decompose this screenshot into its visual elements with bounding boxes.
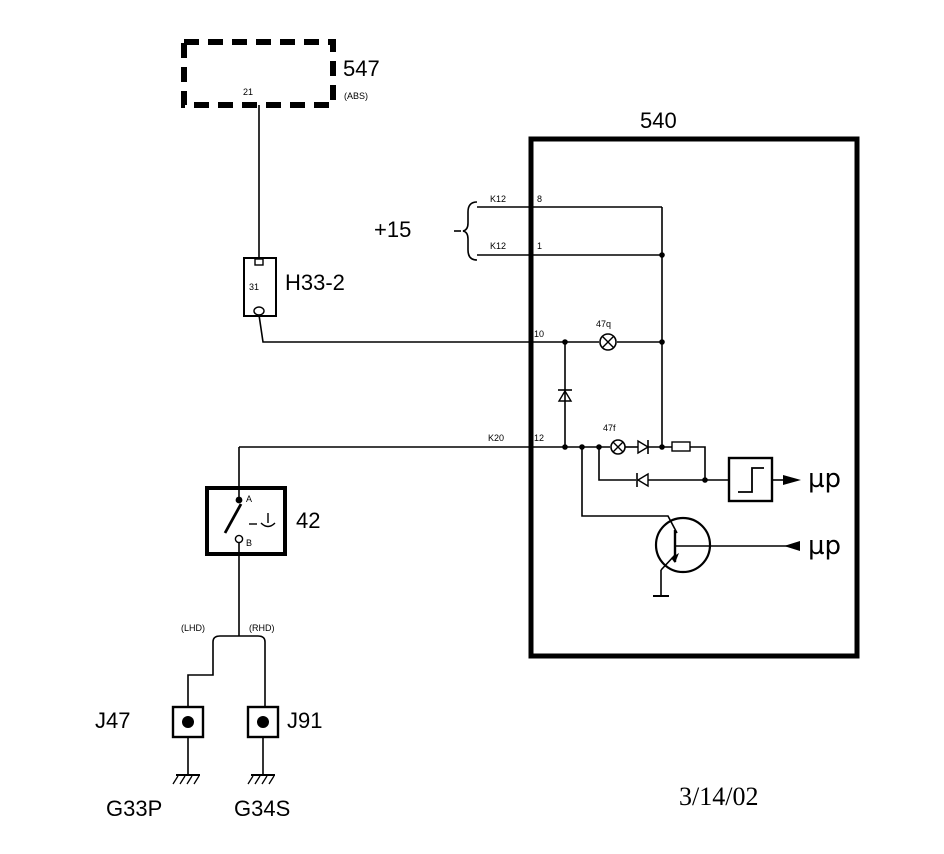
lamp-47f-label: 47f xyxy=(603,423,616,433)
supply-pin-bottom: 1 xyxy=(537,241,542,251)
connector-pin-label: 31 xyxy=(249,282,259,292)
signal-shaper-box xyxy=(727,456,774,503)
arrow-right-icon xyxy=(783,475,801,485)
connector-bottom-terminal xyxy=(253,306,265,316)
wire-resistor-to-shaper xyxy=(690,446,706,480)
pin12-label: 12 xyxy=(534,433,544,443)
j91-label: J91 xyxy=(287,708,322,733)
variant-bracket xyxy=(212,635,266,643)
abs-pin-label: 21 xyxy=(243,87,253,97)
switch-pin-b-label: B xyxy=(246,538,252,548)
diagram-date: 3/14/02 xyxy=(679,782,758,811)
j47-label: J47 xyxy=(95,708,130,733)
lamp-47q-cross xyxy=(601,335,615,349)
supply-pin-top: 8 xyxy=(537,194,542,204)
ground-g34s-hatch xyxy=(247,775,275,785)
switch-contact-icon xyxy=(223,503,243,534)
wire-connector-to-pin10 xyxy=(258,314,531,343)
supply-brace xyxy=(462,201,478,261)
wire-lhd xyxy=(187,642,214,707)
switch-pin-a-label: A xyxy=(246,494,252,504)
ground-g33p-hatch xyxy=(172,775,200,785)
mu-output-upper: µp xyxy=(808,464,841,494)
pin10-label: 10 xyxy=(534,329,544,339)
switch-pin-a-terminal xyxy=(235,496,243,504)
ground-g34s-label: G34S xyxy=(234,796,290,821)
switch-id: 42 xyxy=(296,508,320,533)
wire-transistor-base xyxy=(581,447,678,534)
connector-body xyxy=(243,257,277,317)
junction-bus-bottom xyxy=(659,444,665,450)
pulse-icon xyxy=(738,467,764,493)
abs-module-note: (ABS) xyxy=(344,91,368,101)
pin12-conn-label: K20 xyxy=(488,433,504,443)
switch-pin-b-terminal xyxy=(234,534,244,544)
lamp-47q-label: 47q xyxy=(596,319,611,329)
diode-upper-icon xyxy=(637,439,650,455)
variant-lhd: (LHD) xyxy=(181,623,205,633)
control-unit-id: 540 xyxy=(640,108,677,133)
junction-pin1 xyxy=(659,252,665,258)
transistor-icon xyxy=(654,516,712,574)
supply-label: +15 xyxy=(374,217,411,242)
abs-module-id: 547 xyxy=(343,56,380,81)
variant-rhd: (RHD) xyxy=(249,623,275,633)
ground-g33p-label: G33P xyxy=(106,796,162,821)
abs-module-box xyxy=(181,39,336,108)
transistor-emitter-arrow xyxy=(671,553,679,563)
switch-oil-symbol-icon xyxy=(260,522,276,528)
junction-shaper-input xyxy=(702,477,708,483)
wire-lower-branch xyxy=(598,447,636,481)
j91-stud-icon xyxy=(257,716,269,728)
arrow-left-icon xyxy=(784,541,800,551)
diode-vertical-icon xyxy=(557,389,573,402)
diode-lower-icon xyxy=(636,472,649,488)
connector-top-terminal xyxy=(254,258,264,266)
j47-stud-icon xyxy=(182,716,194,728)
supply-conn-bottom: K12 xyxy=(490,241,506,251)
mu-output-lower: µp xyxy=(808,531,841,561)
supply-conn-top: K12 xyxy=(490,194,506,204)
resistor-icon xyxy=(671,441,691,452)
control-unit-box xyxy=(528,136,860,659)
connector-id: H33-2 xyxy=(285,270,345,295)
lamp-47f-cross xyxy=(612,441,624,453)
switch-box xyxy=(205,486,287,556)
